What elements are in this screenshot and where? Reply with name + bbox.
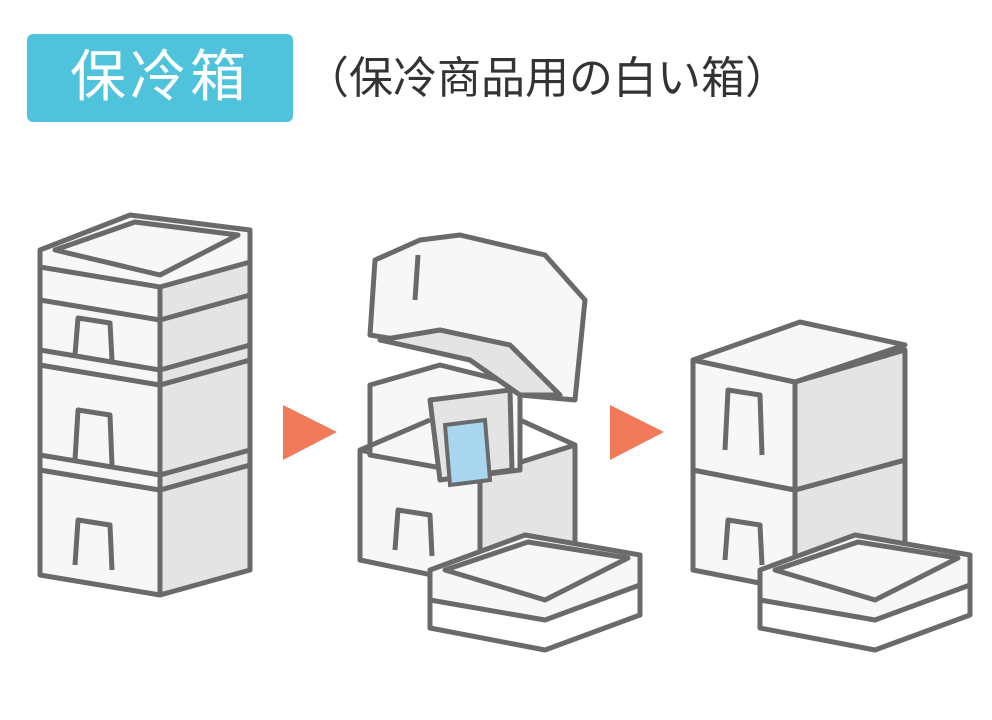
arrow-right-icon: [283, 405, 337, 460]
stacked-boxes-icon: [37, 212, 253, 598]
subtitle: （保冷商品用の白い箱）: [305, 53, 789, 104]
lid: [757, 532, 973, 653]
box-tier: [37, 357, 253, 493]
arrow-right-icon: [610, 405, 664, 460]
lid: [37, 212, 253, 323]
closed-box-stack-icon: [690, 319, 908, 593]
open-box-with-ice-pack-icon: [357, 232, 588, 588]
title-badge: 保冷箱: [27, 34, 293, 122]
lid: [427, 532, 643, 653]
ice-pack: [442, 417, 493, 488]
